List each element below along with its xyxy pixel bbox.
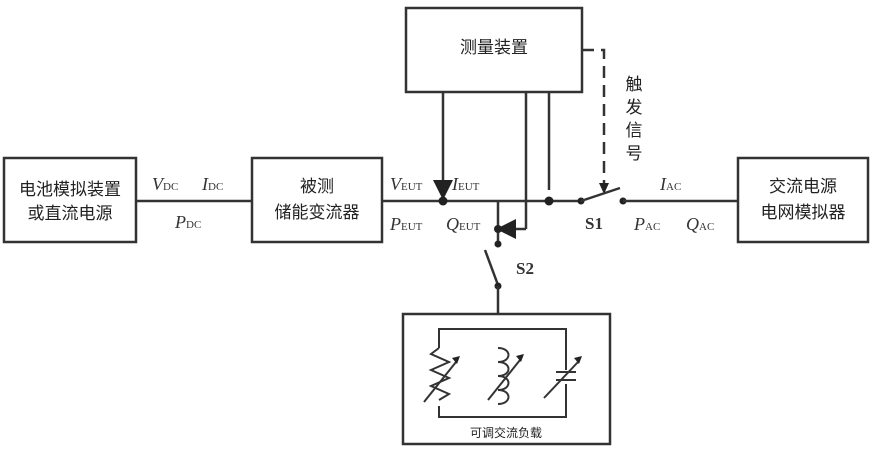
variable-capacitor-icon — [543, 356, 582, 399]
s2-label: S2 — [516, 259, 534, 278]
svg-text:PEUT: PEUT — [389, 214, 423, 234]
dc-voltage-label: VDC — [152, 174, 178, 194]
svg-text:VDC: VDC — [152, 174, 178, 194]
ac-current-label: IAC — [659, 174, 681, 194]
s2-contact-top — [494, 240, 502, 248]
svg-text:PDC: PDC — [174, 212, 201, 232]
svg-text:QEUT: QEUT — [446, 214, 481, 234]
svg-text:IAC: IAC — [659, 174, 681, 194]
s1-label: S1 — [585, 214, 603, 233]
battery-simulator-block: 电池模拟装置 或直流电源 — [2, 156, 138, 244]
switch-s2: S2 — [483, 249, 534, 290]
svg-text:PAC: PAC — [633, 214, 660, 234]
eut-current-label: IEUT — [451, 174, 480, 194]
trigger-signal-line — [582, 48, 606, 185]
svg-text:信: 信 — [626, 121, 643, 141]
svg-text:号: 号 — [626, 144, 643, 164]
svg-text:QAC: QAC — [686, 214, 714, 234]
battery-block-line2: 或直流电源 — [28, 204, 113, 224]
trigger-arrowhead — [599, 183, 609, 194]
dc-current-label: IDC — [201, 174, 223, 194]
eut-reactive-power-label: QEUT — [446, 214, 481, 234]
junction-dot — [494, 225, 502, 233]
svg-text:IEUT: IEUT — [451, 174, 480, 194]
svg-text:IDC: IDC — [201, 174, 223, 194]
s1-blade — [580, 186, 621, 203]
junction-dot — [438, 196, 448, 206]
ac-power-label: PAC — [633, 214, 660, 234]
junction-dot — [544, 196, 554, 206]
adjustable-load-label: 可调交流负载 — [470, 425, 542, 440]
measurement-device-block: 测量装置 — [404, 6, 584, 94]
s2-blade — [483, 249, 500, 286]
eut-block-line1: 被测 — [300, 177, 334, 197]
trigger-signal-label: 触 发 信 号 — [626, 75, 643, 164]
eut-block-line2: 储能变流器 — [275, 203, 360, 223]
variable-inductor-icon — [487, 347, 524, 408]
eut-converter-block: 被测 储能变流器 — [250, 156, 384, 244]
grid-block-line2: 电网模拟器 — [761, 203, 846, 223]
dc-power-label: PDC — [174, 212, 201, 232]
grid-simulator-block: 交流电源 电网模拟器 — [736, 156, 870, 244]
adjustable-ac-load-block: 可调交流负载 — [401, 312, 612, 446]
ac-reactive-power-label: QAC — [686, 214, 714, 234]
switch-s1: S1 — [577, 186, 627, 233]
svg-text:VEUT: VEUT — [390, 174, 423, 194]
variable-resistor-icon — [423, 347, 460, 406]
svg-text:发: 发 — [626, 98, 643, 118]
eut-voltage-label: VEUT — [390, 174, 423, 194]
measurement-device-label: 测量装置 — [460, 38, 528, 58]
battery-block-line1: 电池模拟装置 — [19, 180, 121, 200]
eut-power-label: PEUT — [389, 214, 423, 234]
svg-text:触: 触 — [626, 75, 643, 95]
grid-block-line1: 交流电源 — [769, 177, 837, 197]
